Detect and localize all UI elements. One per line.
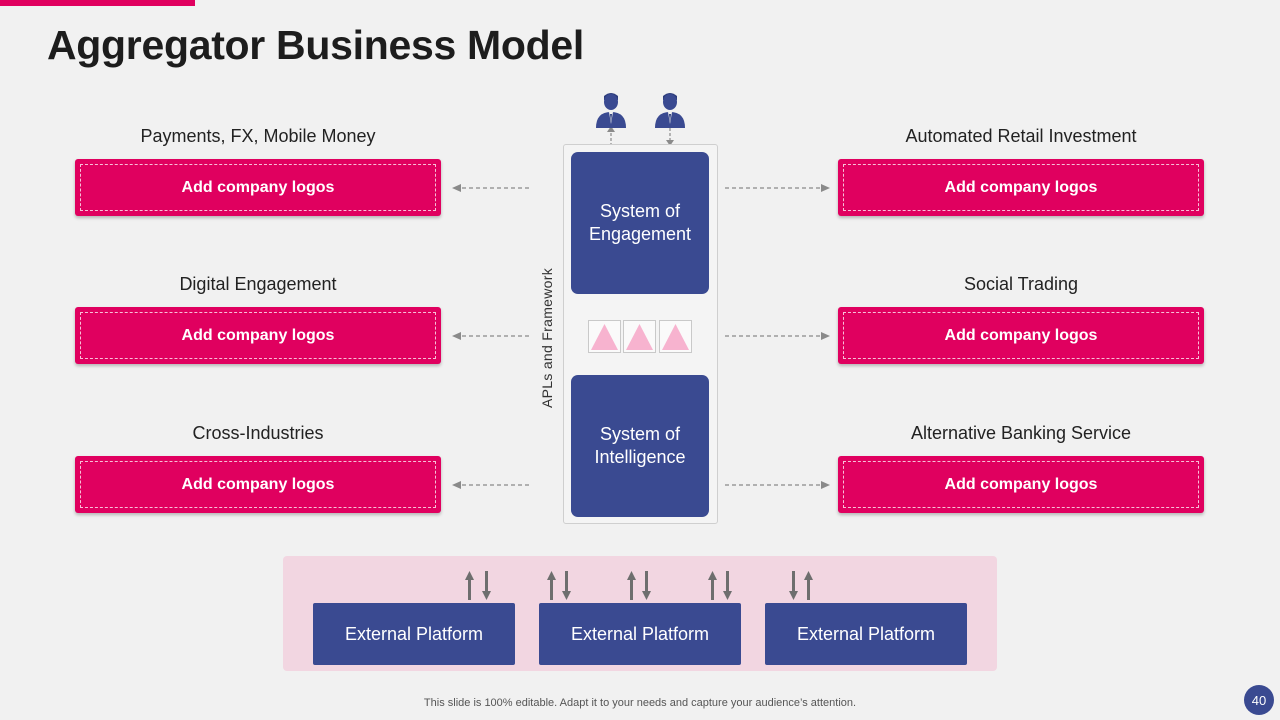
down-arrow-shaft xyxy=(485,571,488,593)
left-group-label-2: Digital Engagement xyxy=(179,274,337,294)
down-arrowhead xyxy=(789,591,798,600)
right-group-label-1: Automated Retail Investment xyxy=(905,126,1137,146)
left-arrowhead-2 xyxy=(452,332,461,340)
triangle-icon xyxy=(626,324,653,350)
right-arrowhead-3 xyxy=(821,481,830,489)
left-logo-box-2[interactable]: Add company logos xyxy=(75,307,441,364)
down-arrow-shaft xyxy=(645,571,648,593)
down-arrowhead xyxy=(642,591,651,600)
left-logo-box-1[interactable]: Add company logos xyxy=(75,159,441,216)
up-arrowhead xyxy=(547,571,556,580)
right-logo-box-2-text: Add company logos xyxy=(843,312,1199,359)
triangle-cell-3 xyxy=(659,320,692,353)
user-arrowhead-2 xyxy=(666,140,674,146)
triangle-icon xyxy=(662,324,689,350)
up-arrow-shaft xyxy=(468,578,471,600)
left-group-label-3: Cross-Industries xyxy=(192,423,324,443)
right-logo-box-3-text: Add company logos xyxy=(843,461,1199,508)
up-arrowhead xyxy=(627,571,636,580)
right-arrowhead-1 xyxy=(821,184,830,192)
left-logo-box-3-text: Add company logos xyxy=(80,461,436,508)
page-number: 40 xyxy=(1244,685,1274,715)
up-arrow-shaft xyxy=(630,578,633,600)
right-group-label-2: Social Trading xyxy=(963,274,1079,294)
up-arrow-shaft xyxy=(550,578,553,600)
triangle-cell-1 xyxy=(588,320,621,353)
user-icon xyxy=(596,93,626,128)
triangle-icon xyxy=(591,324,618,350)
up-arrow-shaft xyxy=(807,578,810,600)
system-of-intelligence[interactable]: System of Intelligence xyxy=(571,375,709,517)
right-logo-box-1-text: Add company logos xyxy=(843,164,1199,211)
right-arrowhead-2 xyxy=(821,332,830,340)
right-group-label-3: Alternative Banking Service xyxy=(910,423,1132,443)
left-arrowhead-3 xyxy=(452,481,461,489)
right-logo-box-1[interactable]: Add company logos xyxy=(838,159,1204,216)
down-arrowhead xyxy=(723,591,732,600)
down-arrow-shaft xyxy=(565,571,568,593)
external-platform-2[interactable]: External Platform xyxy=(539,603,741,665)
left-logo-box-2-text: Add company logos xyxy=(80,312,436,359)
left-logo-box-1-text: Add company logos xyxy=(80,164,436,211)
left-arrowhead-1 xyxy=(452,184,461,192)
down-arrowhead xyxy=(482,591,491,600)
right-logo-box-2[interactable]: Add company logos xyxy=(838,307,1204,364)
up-arrowhead xyxy=(708,571,717,580)
accent-bar xyxy=(0,0,195,6)
left-logo-box-3[interactable]: Add company logos xyxy=(75,456,441,513)
down-arrow-shaft xyxy=(792,571,795,593)
external-platform-3[interactable]: External Platform xyxy=(765,603,967,665)
external-platform-1[interactable]: External Platform xyxy=(313,603,515,665)
up-arrowhead xyxy=(804,571,813,580)
down-arrow-shaft xyxy=(726,571,729,593)
user-arrowhead-1 xyxy=(607,126,615,132)
down-arrowhead xyxy=(562,591,571,600)
right-logo-box-3[interactable]: Add company logos xyxy=(838,456,1204,513)
triangle-cell-2 xyxy=(623,320,656,353)
user-icon xyxy=(655,93,685,128)
page-title: Aggregator Business Model xyxy=(47,22,584,68)
left-group-label-1: Payments, FX, Mobile Money xyxy=(140,126,376,146)
footer-note: This slide is 100% editable. Adapt it to… xyxy=(423,697,857,709)
system-of-engagement[interactable]: System of Engagement xyxy=(571,152,709,294)
up-arrow-shaft xyxy=(711,578,714,600)
up-arrowhead xyxy=(465,571,474,580)
